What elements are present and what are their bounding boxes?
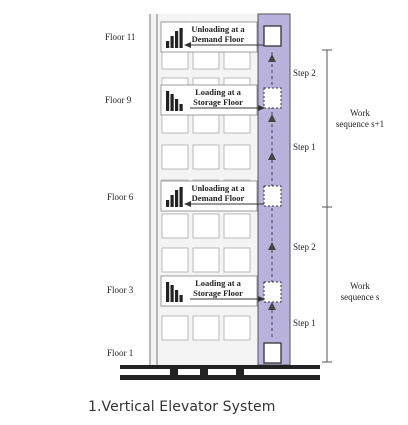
elevator-car-floor-11: [263, 25, 282, 47]
sequence-brackets: [322, 49, 332, 363]
room-cell: [223, 247, 251, 273]
operation-label-line1: Unloading at a: [191, 24, 245, 34]
path-arrow: [268, 302, 276, 310]
operation-label-line2: Storage Floor: [193, 288, 243, 298]
sequence-lower-line1: Work: [350, 281, 370, 291]
figure-caption: 1.Vertical Elevator System: [88, 399, 276, 415]
foundation-slab-bottom: [120, 375, 320, 380]
room-cell: [192, 213, 220, 239]
transfer-arrowhead: [258, 105, 265, 111]
floor-label-1: Floor 1: [107, 348, 133, 358]
room-cell: [161, 315, 189, 341]
foundation-slab-top: [120, 365, 320, 369]
material-bar: [175, 31, 179, 48]
material-bar: [175, 290, 179, 302]
material-bar: [166, 200, 170, 207]
step-label: Step 2: [293, 68, 316, 78]
transfer-arrowhead: [184, 201, 191, 207]
material-bar: [166, 91, 170, 111]
floor-label-6: Floor 6: [107, 192, 134, 202]
material-bar: [170, 195, 174, 207]
elevator-car-floor-3: [263, 281, 282, 303]
room-cell: [192, 144, 220, 170]
room-cell: [161, 213, 189, 239]
path-arrow: [268, 242, 276, 250]
floor-label-3: Floor 3: [107, 285, 134, 295]
sequence-upper-line2: sequence s+1: [336, 119, 384, 129]
material-bar: [179, 187, 183, 207]
path-arrow: [268, 54, 276, 62]
material-bar: [170, 36, 174, 48]
room-cell: [161, 247, 189, 273]
room-cell: [161, 144, 189, 170]
room-cell: [192, 315, 220, 341]
floor-label-11: Floor 11: [105, 32, 135, 42]
room-cell: [223, 213, 251, 239]
seq-label-bg: [332, 108, 394, 134]
material-bar: [170, 94, 174, 111]
material-bar: [170, 285, 174, 302]
room-cell: [223, 144, 251, 170]
path-arrow: [268, 114, 276, 122]
elevator-car-floor-9: [263, 87, 282, 109]
operation-label-line1: Loading at a: [195, 278, 242, 288]
elevator-car-floor-6: [263, 185, 282, 207]
path-arrow: [268, 152, 276, 160]
floor-label-9: Floor 9: [105, 95, 132, 105]
step-label: Step 2: [293, 242, 316, 252]
step-label: Step 1: [293, 142, 316, 152]
elevator-car-floor-1: [263, 342, 282, 364]
material-bar: [166, 41, 170, 48]
material-bar: [166, 282, 170, 302]
sequence-lower-line2: sequence s: [341, 292, 380, 302]
room-cell: [223, 315, 251, 341]
operation-label-line1: Unloading at a: [191, 183, 245, 193]
material-bar: [179, 104, 183, 111]
path-arrows: [268, 54, 276, 310]
step-label: Step 1: [293, 318, 316, 328]
material-bar: [175, 190, 179, 207]
operation-label-line2: Demand Floor: [192, 34, 245, 44]
foundation: [120, 365, 320, 380]
foundation-pier: [170, 368, 178, 377]
foundation-pier: [200, 368, 208, 377]
operation-label-line2: Demand Floor: [192, 193, 245, 203]
sequence-upper-line1: Work: [350, 108, 370, 118]
material-bar: [175, 99, 179, 111]
operation-label-line2: Storage Floor: [193, 97, 243, 107]
seq-label-bg: [332, 282, 394, 308]
foundation-pier: [236, 368, 244, 377]
material-bar: [179, 28, 183, 48]
operation-label-line1: Loading at a: [195, 87, 242, 97]
room-cell: [192, 247, 220, 273]
transfer-arrowhead: [184, 42, 191, 48]
material-bar: [179, 295, 183, 302]
transfer-arrowhead: [258, 296, 265, 302]
